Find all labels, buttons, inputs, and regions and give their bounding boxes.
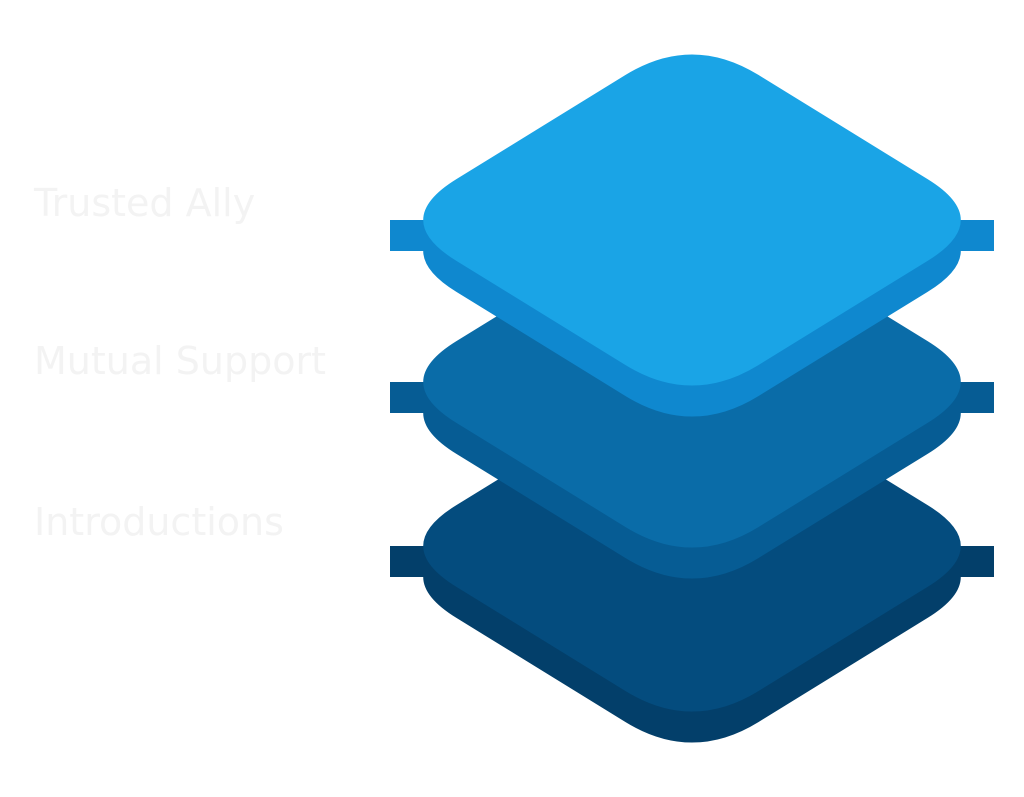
layer-label-trusted-ally: Trusted Ally bbox=[34, 181, 256, 225]
layer-top-face bbox=[423, 54, 961, 386]
layer-slab-trusted-ally bbox=[390, 54, 994, 417]
layers-group bbox=[390, 54, 994, 743]
layer-label-introductions: Introductions bbox=[34, 500, 284, 544]
layer-label-mutual-support: Mutual Support bbox=[34, 339, 326, 383]
